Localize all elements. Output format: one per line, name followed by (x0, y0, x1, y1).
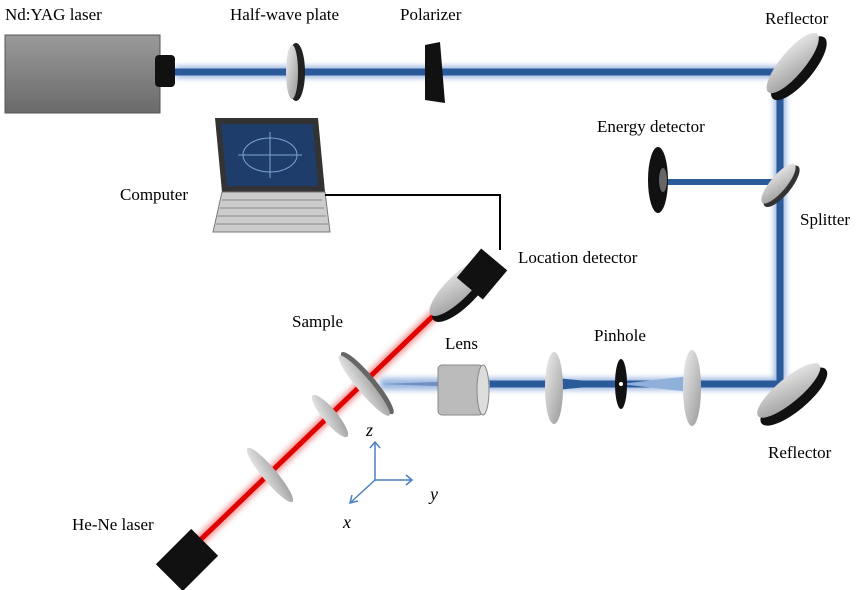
red-beam-lens-2 (246, 447, 294, 503)
splitter-label: Splitter (800, 210, 850, 229)
z-axis-label: z (365, 420, 373, 440)
focusing-lens-2 (683, 350, 701, 426)
he-ne-laser (155, 528, 219, 590)
location-detector (429, 248, 508, 322)
sample (338, 352, 394, 416)
cable (325, 194, 501, 250)
nd-yag-beam (175, 66, 786, 392)
polarizer-label: Polarizer (400, 5, 462, 24)
pinhole-label: Pinhole (594, 326, 646, 345)
nd-yag-label: Nd:YAG laser (5, 5, 102, 24)
focusing-lens-1 (545, 352, 563, 424)
nd-yag-laser (4, 34, 175, 114)
he-ne-label: He-Ne laser (72, 515, 154, 534)
energy-detector-label: Energy detector (597, 117, 705, 136)
reflector-bottom-label: Reflector (768, 443, 832, 462)
top-reflector (766, 32, 827, 101)
half-wave-label: Half-wave plate (230, 5, 339, 24)
reflector-top-label: Reflector (765, 9, 829, 28)
energy-detector (648, 147, 668, 213)
x-axis-label: x (342, 512, 351, 532)
polarizer (425, 42, 445, 103)
location-detector-label: Location detector (518, 248, 638, 267)
sample-label: Sample (292, 312, 343, 331)
bottom-reflector (757, 363, 828, 426)
splitter (761, 163, 800, 208)
computer-label: Computer (120, 185, 188, 204)
half-wave-plate (286, 43, 305, 101)
lens-label: Lens (445, 334, 478, 353)
red-beam-lens-1 (311, 394, 349, 438)
pinhole (615, 359, 627, 409)
coordinate-axes (348, 440, 414, 505)
y-axis-label: y (428, 484, 438, 504)
computer-laptop (212, 118, 331, 233)
objective-lens (437, 364, 490, 416)
